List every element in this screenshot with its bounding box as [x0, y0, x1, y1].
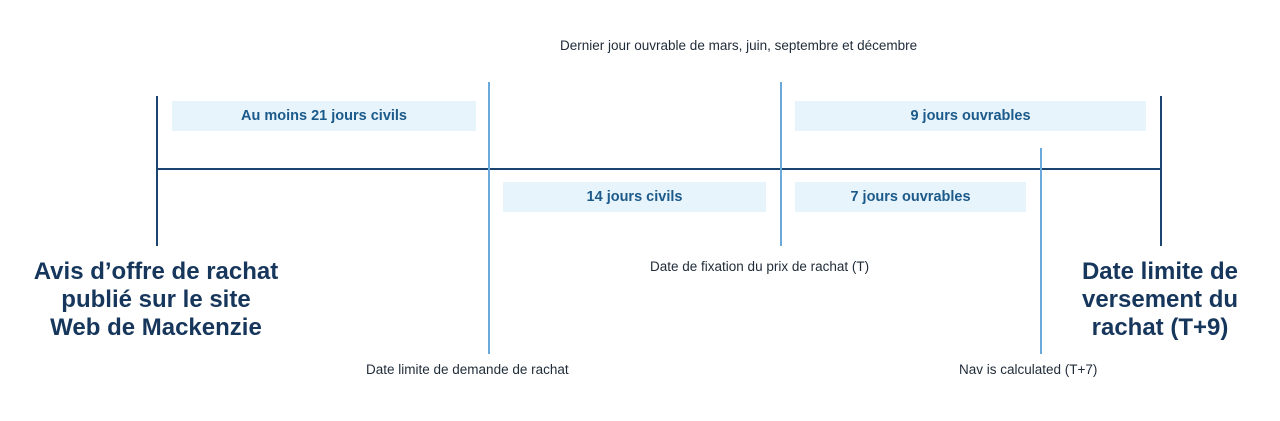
period-seven-business-days: 7 jours ouvrables — [795, 182, 1026, 212]
end-heading-line-1: Date limite de — [1081, 258, 1239, 285]
marker-pricing-date — [780, 82, 782, 246]
marker-start — [156, 96, 158, 246]
period-fourteen-days: 14 jours civils — [503, 182, 766, 212]
period-nine-business-days: 9 jours ouvrables — [795, 101, 1146, 131]
start-heading-line-3: Web de Mackenzie — [50, 314, 262, 341]
end-heading-line-2: versement du — [1081, 286, 1239, 313]
start-heading-line-1: Avis d’offre de rachat — [33, 258, 279, 285]
start-heading-line-2: publié sur le site — [61, 286, 251, 313]
start-milestone-heading: Avis d’offre de rachat publié sur le sit… — [10, 258, 302, 342]
end-heading-line-3: rachat (T+9) — [1091, 314, 1229, 341]
nav-calculated-label: Nav is calculated (T+7) — [959, 362, 1098, 377]
end-milestone-heading: Date limite de versement du rachat (T+9) — [1060, 258, 1260, 342]
marker-request-deadline — [488, 82, 490, 354]
marker-end — [1160, 96, 1162, 246]
timeline-axis — [156, 168, 1162, 170]
pricing-date-label: Date de fixation du prix de rachat (T) — [650, 259, 870, 274]
period-at-least-21-days: Au moins 21 jours civils — [172, 101, 476, 131]
quarter-end-note: Dernier jour ouvrable de mars, juin, sep… — [560, 38, 918, 53]
marker-nav-calculated — [1040, 148, 1042, 354]
request-deadline-label: Date limite de demande de rachat — [366, 362, 569, 377]
